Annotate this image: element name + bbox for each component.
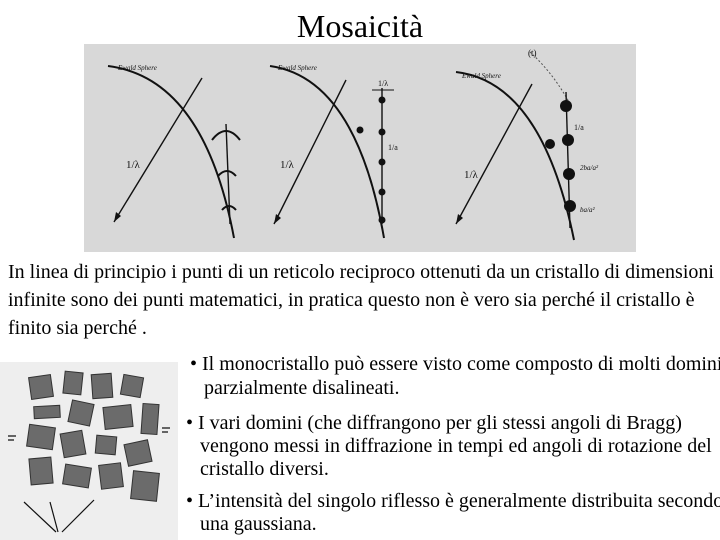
panel-1: Ewald Sphere 1/λ — [107, 64, 241, 239]
crystal-domain — [123, 439, 153, 467]
sphere-label-2: Ewald Sphere — [277, 64, 317, 72]
crystal-domain — [102, 404, 134, 430]
panel-3: (t) Ewald Sphere 1/λ 1/a 2ba/a² ba/a² — [455, 48, 599, 241]
label-ba-3: ba/a² — [580, 206, 595, 214]
crystal-domain — [94, 434, 118, 456]
spacing-top-label-2: 1/λ — [378, 79, 388, 88]
radius-label-1: 1/λ — [126, 159, 141, 171]
radius-label-2: 1/λ — [280, 159, 295, 171]
crystal-domain — [119, 373, 145, 399]
mosaic-domains-drawing — [8, 370, 170, 533]
panel-2: 1/λ 1/a Ewald Sphere 1/λ — [269, 64, 398, 239]
sphere-label-1: Ewald Sphere — [117, 64, 157, 72]
lattice-point — [378, 96, 386, 104]
intersection-spot — [545, 139, 555, 149]
broad-spot — [560, 100, 572, 112]
ewald-arc-2 — [269, 65, 385, 239]
lattice-point — [378, 158, 386, 166]
rotation-line-3 — [529, 51, 571, 105]
side-marker-right — [162, 427, 170, 433]
marker-label-3: (t) — [528, 48, 537, 58]
crystal-domain — [28, 456, 54, 486]
bullet-intensity: • L’intensità del singolo riflesso è gen… — [186, 490, 720, 535]
sphere-label-3: Ewald Sphere — [461, 72, 501, 80]
crystal-domain — [33, 404, 61, 420]
crystal-domain — [26, 423, 56, 451]
pointer-arrow — [61, 499, 95, 533]
radius-arrowhead-2 — [274, 214, 281, 224]
crystal-domain — [98, 462, 124, 490]
spread-arc-1a — [211, 130, 241, 141]
crystal-domain — [140, 402, 160, 436]
spacing-label-3: 1/a — [574, 123, 584, 132]
radius-label-3: 1/λ — [464, 169, 479, 181]
pointer-arrow — [49, 501, 59, 533]
bullet-monocrystal: • Il monocristallo può essere visto come… — [190, 353, 720, 399]
ewald-arc-3 — [455, 71, 575, 241]
crystal-domain — [62, 463, 92, 489]
radius-arrow-3 — [455, 83, 533, 225]
spacing-label-2: 1/a — [388, 143, 398, 152]
lattice-point — [378, 128, 386, 136]
crystal-domain — [59, 429, 87, 459]
crystal-domain — [130, 470, 160, 502]
crystal-domain — [28, 374, 54, 400]
radius-arrow-2 — [273, 79, 347, 225]
broad-spot — [562, 134, 574, 146]
crystal-domain — [67, 399, 95, 427]
slide-title: Mosaicità — [296, 8, 424, 44]
ewald-arc-1 — [107, 65, 235, 239]
spread-arc-1c — [221, 205, 237, 211]
ewald-sphere-figure: Ewald Sphere 1/λ 1/λ 1/a Ewald Sphere 1/… — [84, 44, 636, 252]
crystal-domain — [90, 372, 114, 400]
broad-spot — [563, 168, 575, 180]
mosaic-domains-figure — [0, 362, 178, 540]
ewald-sphere-diagrams: Ewald Sphere 1/λ 1/λ 1/a Ewald Sphere 1/… — [107, 48, 599, 241]
bullet-domains: • I vari domini (che diffrangono per gli… — [186, 412, 712, 480]
spread-arc-1b — [217, 170, 237, 177]
lattice-point — [378, 188, 386, 196]
radius-arrow-1 — [113, 77, 203, 223]
radius-arrowhead-3 — [456, 214, 463, 224]
crystal-domain — [62, 370, 84, 396]
lattice-row-1 — [225, 123, 231, 225]
label-2ba-3: 2ba/a² — [580, 164, 599, 172]
broad-spot — [564, 200, 576, 212]
radius-arrowhead-1 — [114, 212, 121, 222]
lattice-point — [378, 216, 386, 224]
intro-paragraph: In linea di principio i punti di un reti… — [8, 261, 714, 339]
intersection-point — [356, 126, 364, 134]
pointer-arrow — [23, 501, 57, 533]
side-marker-left — [8, 435, 16, 441]
